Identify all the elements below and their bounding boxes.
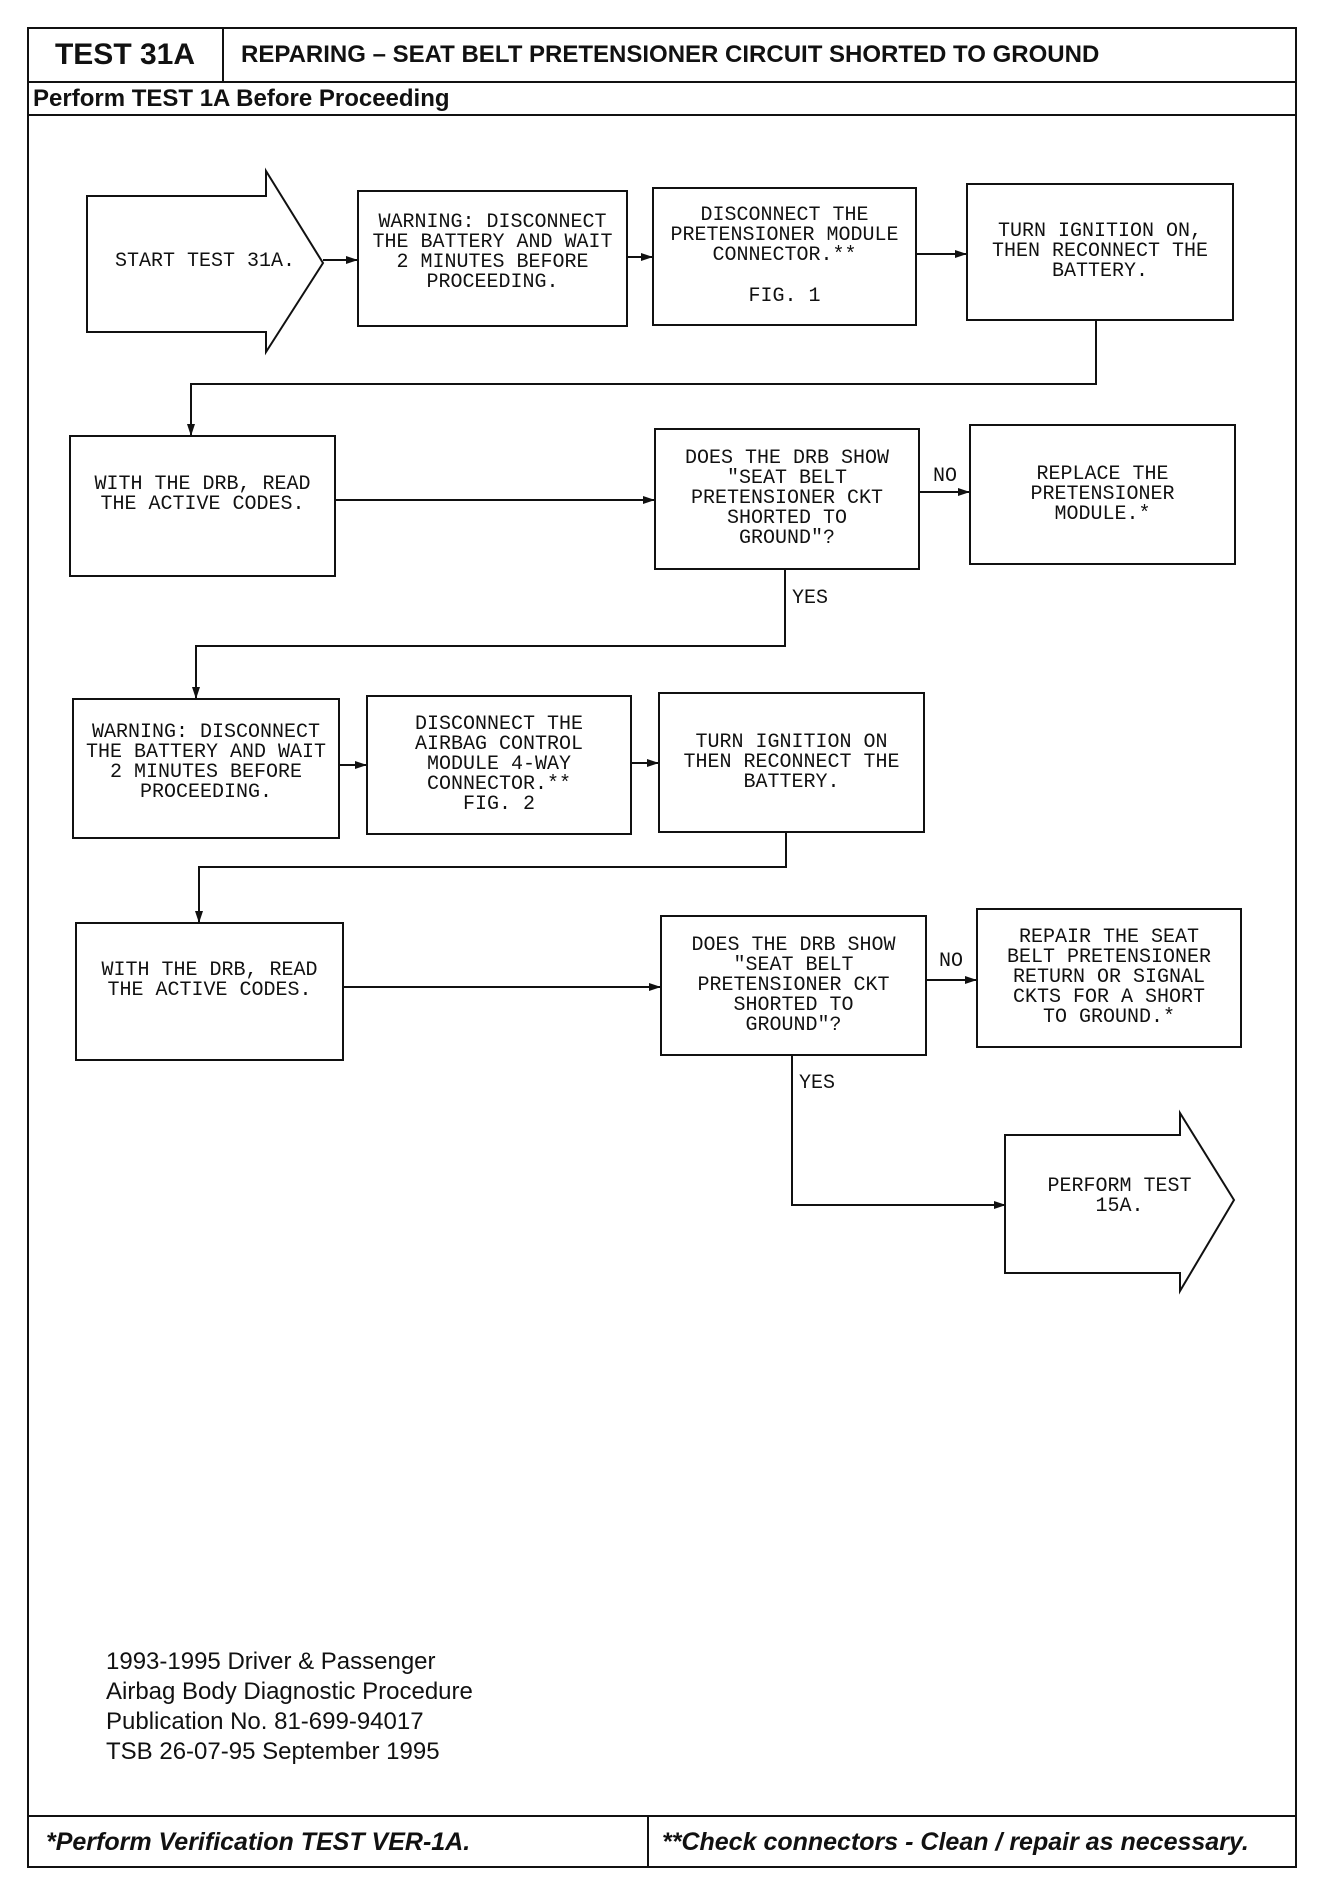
box-text-line: "SEAT BELT [733,953,854,977]
decision-drb-shows-short-1: DOES THE DRB SHOW "SEAT BELT PRETENSIONE… [654,428,920,570]
connector-decision-1-yes [192,570,786,699]
end-terminal-perform-test: PERFORM TEST 15A. [1005,1113,1234,1291]
box-text-line: TO GROUND.* [1042,1006,1176,1029]
publication-line: Airbag Body Diagnostic Procedure [106,1678,473,1705]
box-text-line: DOES THE DRB SHOW [684,447,890,470]
footer-verification-note: *Perform Verification TEST VER-1A. [46,1827,471,1856]
box-text-line: GROUND"? [738,527,835,550]
publication-line: 1993-1995 Driver & Passenger [106,1648,436,1675]
box-text-line: REPLACE THE [1036,462,1169,486]
start-terminal: START TEST 31A. [87,171,323,352]
box-text-line: AIRBAG CONTROL [414,733,584,756]
box-text-line: BELT PRETENSIONER [1006,946,1212,969]
page-title: REPARING – SEAT BELT PRETENSIONER CIRCUI… [241,40,1100,68]
box-text-line: PROCEEDING. [139,780,273,804]
publication-info: 1993-1995 Driver & Passenger Airbag Body… [106,1647,473,1767]
box-text-line: PRETENSIONER [1030,482,1175,506]
box-text-line: THEN RECONNECT THE [683,750,900,774]
step-read-active-codes-2: WITH THE DRB, READ THE ACTIVE CODES. [75,922,344,1061]
box-text-line: 2 MINUTES BEFORE [109,760,303,784]
footer-rule [27,1815,1297,1817]
step-disconnect-pretensioner: DISCONNECT THE PRETENSIONER MODULE CONNE… [652,187,917,326]
footer-divider [647,1816,649,1868]
branch-label-yes: YES [792,587,829,610]
connector-ignition-1-to-read-codes-1 [187,321,1097,436]
box-text-line: SHORTED TO [726,507,848,530]
step-ignition-on-2: TURN IGNITION ON THEN RECONNECT THE BATT… [658,692,925,833]
figure-reference: FIG. 1 [748,285,821,308]
box-text-line: THE ACTIVE CODES. [100,493,305,516]
test-id: TEST 31A [54,37,196,71]
box-text-line: PRETENSIONER MODULE [670,224,899,247]
box-text-line: BATTERY. [743,770,840,794]
box-text-line: REPAIR THE SEAT [1018,926,1200,949]
action-replace-pretensioner-module: REPLACE THE PRETENSIONER MODULE.* [969,424,1236,565]
decision-drb-shows-short-2: DOES THE DRB SHOW "SEAT BELT PRETENSIONE… [660,915,927,1056]
action-repair-pretensioner-circuits: REPAIR THE SEAT BELT PRETENSIONER RETURN… [976,908,1242,1048]
box-text-line: 15A. [1095,1195,1144,1218]
connector-decision-2-yes [791,1056,1006,1209]
box-text-line: THE ACTIVE CODES. [107,978,312,1002]
box-text-line: PROCEEDING. [426,270,559,294]
box-text-line: RETURN OR SIGNAL [1012,966,1206,989]
step-disconnect-airbag-control-module: DISCONNECT THE AIRBAG CONTROL MODULE 4-W… [366,695,632,835]
box-text-line: THEN RECONNECT THE [991,240,1209,263]
prerequisite-rule [27,114,1297,116]
box-text-line: WARNING: DISCONNECT [378,210,607,234]
header-rule [27,81,1297,83]
step-read-active-codes-1: WITH THE DRB, READ THE ACTIVE CODES. [69,435,336,577]
figure-reference: FIG. 2 [462,793,535,816]
connector-ignition-2-to-read-codes-2 [195,833,787,923]
box-text-line: SHORTED TO [733,993,854,1017]
branch-label-no: NO [939,950,964,973]
box-text-line: THE BATTERY AND WAIT [372,230,613,254]
box-text-line: TURN IGNITION ON, [997,220,1203,243]
box-text-line: MODULE.* [1054,502,1151,526]
box-text-line: CONNECTOR.** [712,244,857,267]
end-arrow-shape [1004,1109,1236,1295]
branch-label-yes: YES [799,1072,836,1095]
box-text-line: GROUND"? [745,1013,842,1037]
box-text-line: PERFORM TEST [1047,1175,1192,1198]
start-arrow-shape [86,167,325,356]
page-frame [27,27,1297,1868]
box-text-line: CONNECTOR.** [426,773,572,796]
box-text-line: PRETENSIONER CKT [690,487,884,510]
publication-line: TSB 26-07-95 September 1995 [106,1738,440,1765]
box-text-line: TURN IGNITION ON [695,730,888,754]
box-text-line: BATTERY. [1051,260,1148,283]
box-text-line: CKTS FOR A SHORT [1012,986,1206,1009]
box-text-line: DISCONNECT THE [700,204,869,227]
box-text-line: PRETENSIONER CKT [697,973,890,997]
publication-line: Publication No. 81-699-94017 [106,1708,424,1735]
footer-connector-note: **Check connectors - Clean / repair as n… [662,1827,1249,1856]
box-text-line: WARNING: DISCONNECT [91,720,321,744]
box-text-line: MODULE 4-WAY [426,753,572,776]
box-text-line: 2 MINUTES BEFORE [396,250,589,274]
box-text-line: DOES THE DRB SHOW [691,933,896,957]
prerequisite-note: Perform TEST 1A Before Proceeding [33,84,450,112]
step-warning-disconnect-battery-1: WARNING: DISCONNECT THE BATTERY AND WAIT… [357,190,628,327]
step-ignition-on-1: TURN IGNITION ON, THEN RECONNECT THE BAT… [966,183,1234,321]
box-text-line: WITH THE DRB, READ [94,473,311,496]
box-text-line: WITH THE DRB, READ [101,958,318,982]
step-warning-disconnect-battery-2: WARNING: DISCONNECT THE BATTERY AND WAIT… [72,698,340,839]
branch-label-no: NO [933,465,958,488]
header-id-divider [222,27,224,82]
box-text-line: THE BATTERY AND WAIT [85,740,327,764]
box-text-line: "SEAT BELT [726,467,848,490]
box-text-line: DISCONNECT THE [414,713,584,736]
box-text-line: START TEST 31A. [114,249,296,273]
